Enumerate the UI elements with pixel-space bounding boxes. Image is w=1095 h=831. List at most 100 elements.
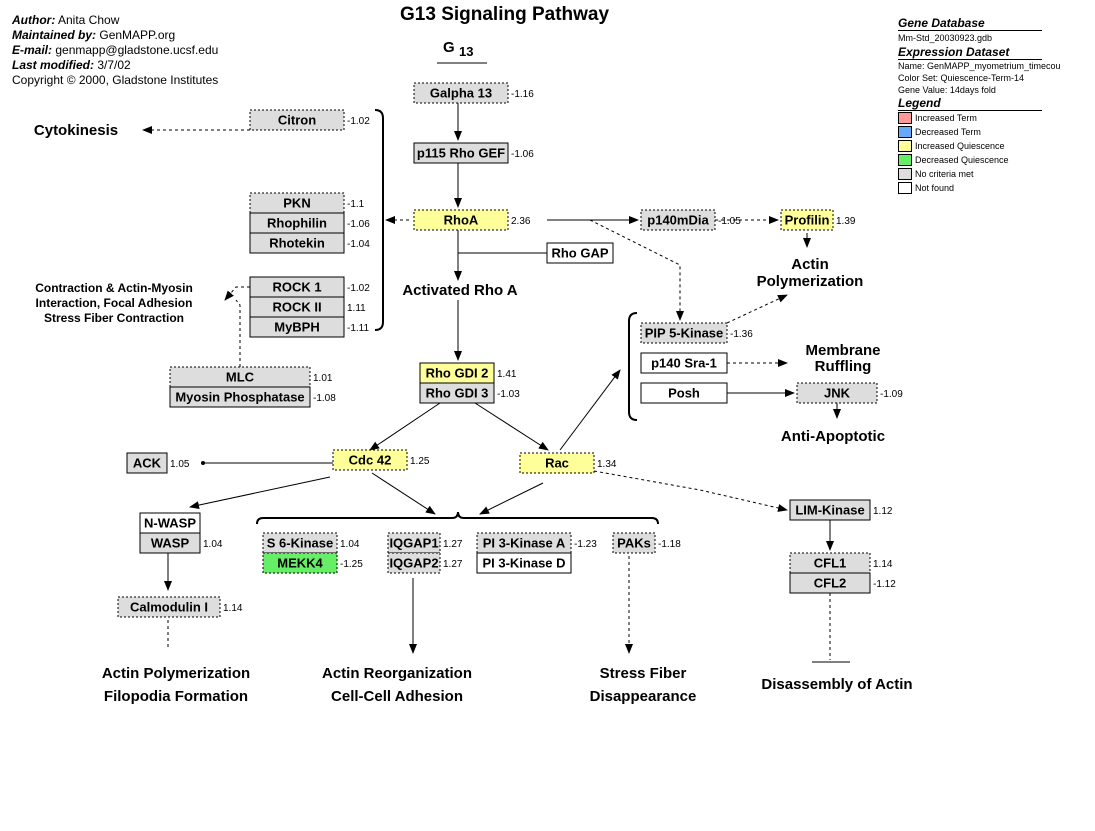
gene-node-posh[interactable]: Posh — [640, 382, 728, 404]
gene-label: Posh — [668, 386, 700, 401]
gene-node-mybph[interactable]: MyBPH -1.11 — [249, 316, 369, 338]
gene-node-mlc[interactable]: MLC 1.01 — [169, 366, 333, 388]
legend-label: Increased Term — [915, 113, 977, 123]
gene-node-myophos[interactable]: Myosin Phosphatase-1.08 — [169, 386, 336, 408]
expr-name: Name: GenMAPP_myometrium_timecou — [898, 61, 1061, 71]
gene-value: -1.02 — [347, 283, 370, 294]
gene-label: MyBPH — [274, 320, 320, 335]
gene-value: -1.12 — [873, 579, 896, 590]
gene-node-rhogdi3[interactable]: Rho GDI 3-1.03 — [419, 382, 520, 404]
expr-value: Gene Value: 14days fold — [898, 85, 996, 95]
gene-box — [640, 352, 728, 374]
gene-node-rhogap[interactable]: Rho GAP — [546, 242, 614, 264]
edge — [479, 482, 544, 515]
gene-node-p140mdia[interactable]: p140mDia-1.05 — [640, 209, 741, 231]
edges — [142, 103, 850, 663]
gene-box — [249, 109, 345, 131]
gene-node-rhotekin[interactable]: Rhotekin-1.04 — [249, 232, 370, 254]
gene-node-mekk4[interactable]: MEKK4-1.25 — [262, 552, 363, 574]
gene-node-pip5k[interactable]: PIP 5-Kinase-1.36 — [640, 322, 753, 344]
gene-box — [262, 552, 338, 574]
gene-db-title: Gene Database — [898, 16, 1042, 31]
gene-node-rock1[interactable]: ROCK 1-1.02 — [249, 276, 370, 298]
gene-node-pkn[interactable]: PKN-1.1 — [249, 192, 365, 214]
legend-item: Decreased Term — [898, 125, 1095, 139]
gene-label: ROCK II — [272, 300, 321, 315]
edge — [235, 299, 241, 367]
gene-value: 1.12 — [873, 506, 893, 517]
gene-value: 1.01 — [313, 373, 333, 384]
edge — [589, 219, 684, 321]
edge — [726, 294, 788, 324]
legend-panel: Gene Database Mm-Std_20030923.gdb Expres… — [898, 16, 1095, 195]
gene-value: -1.08 — [313, 393, 336, 404]
label-disassembly: Disassembly of Actin — [761, 676, 912, 693]
gene-label: S 6-Kinase — [267, 536, 333, 551]
gene-label: N-WASP — [144, 516, 196, 531]
legend-item: Not found — [898, 181, 1095, 195]
gene-node-galpha13[interactable]: Galpha 13-1.16 — [413, 82, 534, 104]
gene-label: JNK — [824, 386, 851, 401]
gene-label: IQGAP1 — [389, 536, 438, 551]
gene-box — [640, 382, 728, 404]
gene-box — [546, 242, 614, 264]
gene-value: 1.04 — [203, 539, 223, 550]
gene-node-p140sra[interactable]: p140 Sra-1 — [640, 352, 728, 374]
info-line: Maintained by: GenMAPP.org — [12, 28, 176, 42]
gene-label: MLC — [226, 370, 255, 385]
gene-box — [139, 532, 201, 554]
gene-label: p140 Sra-1 — [651, 356, 717, 371]
gene-node-pi3ka[interactable]: PI 3-Kinase A-1.23 — [476, 532, 597, 554]
expr-colorset: Color Set: Quiescence-Term-14 — [898, 73, 1025, 83]
gene-box — [413, 209, 509, 231]
gene-label: Galpha 13 — [430, 86, 492, 101]
gene-node-jnk[interactable]: JNK -1.09 — [796, 382, 903, 404]
edge — [474, 402, 549, 451]
gene-node-rhophilin[interactable]: Rhophilin-1.06 — [249, 212, 370, 234]
gene-box — [413, 82, 509, 104]
gene-node-p115[interactable]: p115 Rho GEF-1.06 — [413, 142, 534, 164]
gene-label: Rho GAP — [551, 246, 608, 261]
legend-item: Increased Term — [898, 111, 1095, 125]
edge — [559, 369, 621, 451]
info-line: Last modified: 3/7/02 — [12, 58, 131, 72]
gene-box — [612, 532, 656, 554]
legend-label: Decreased Quiescence — [915, 155, 1009, 165]
label-anti_apoptotic: Anti-Apoptotic — [781, 428, 885, 445]
gene-label: Rho GDI 3 — [426, 386, 489, 401]
gene-value: -1.11 — [347, 323, 369, 334]
gene-box — [789, 572, 871, 594]
gene-node-nwasp[interactable]: N-WASP — [139, 512, 201, 534]
gene-node-cfl2[interactable]: CFL2-1.12 — [789, 572, 896, 594]
gene-node-paks[interactable]: PAKs-1.18 — [612, 532, 681, 554]
gene-value: -1.09 — [880, 389, 903, 400]
gene-value: 1.27 — [443, 559, 463, 570]
gene-node-pi3kd[interactable]: PI 3-Kinase D — [476, 552, 572, 574]
gene-box — [169, 386, 311, 408]
gene-value: 1.25 — [410, 456, 430, 467]
gene-label: PAKs — [617, 536, 651, 551]
gene-value: 1.39 — [836, 216, 856, 227]
gene-node-citron[interactable]: Citron-1.02 — [249, 109, 370, 131]
gene-box — [249, 232, 345, 254]
legend-swatch — [898, 168, 912, 180]
expr-title: Expression Dataset — [898, 45, 1042, 60]
bracket — [256, 511, 659, 525]
